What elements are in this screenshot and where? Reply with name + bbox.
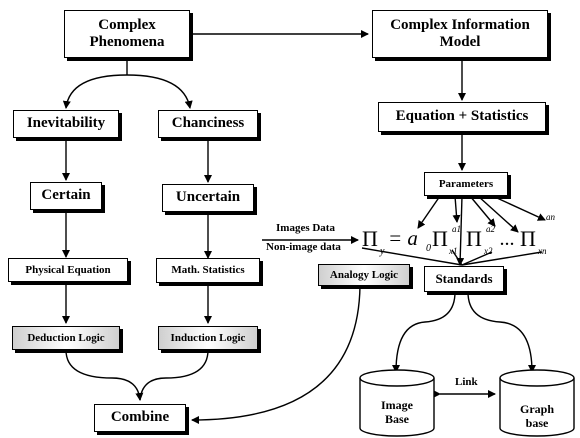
deduction-logic-label: Deduction Logic bbox=[27, 331, 105, 344]
deduction-logic-box: Deduction Logic bbox=[12, 326, 120, 350]
math-statistics-box: Math. Statistics bbox=[156, 258, 260, 283]
non-image-data-label: Non-image data bbox=[266, 241, 341, 253]
connector-to-inevitability bbox=[62, 74, 128, 109]
connector-xn-standards bbox=[461, 251, 543, 266]
physical-equation-label: Physical Equation bbox=[25, 263, 111, 276]
connector-pi-standards bbox=[361, 247, 463, 266]
connector-standards-image-base bbox=[392, 291, 456, 373]
physical-equation-box: Physical Equation bbox=[8, 258, 128, 282]
analogy-logic-label: Analogy Logic bbox=[329, 268, 399, 281]
connector-param-dots bbox=[477, 195, 519, 233]
a1-superscript: a1 bbox=[452, 224, 461, 234]
connector-to-chanciness bbox=[126, 74, 193, 109]
graph-base-cylinder bbox=[499, 369, 575, 437]
analogy-logic-box: Analogy Logic bbox=[318, 264, 410, 286]
ellipsis: ... bbox=[500, 228, 515, 250]
equals-a0: = a bbox=[388, 226, 418, 250]
image-base-cylinder bbox=[359, 369, 435, 437]
math-statistics-label: Math. Statistics bbox=[171, 264, 245, 277]
chanciness-box: Chanciness bbox=[158, 110, 258, 138]
connector-param-an bbox=[485, 192, 546, 221]
pi-x2-symbol: Π bbox=[466, 226, 482, 251]
graph-base-label: Graph base bbox=[519, 402, 554, 431]
connector-standards-graph-base bbox=[467, 291, 536, 373]
image-base-label: Image Base bbox=[381, 398, 413, 427]
complex-info-model-label: Complex Information Model bbox=[390, 16, 530, 50]
complex-phenomena-label: Complex Phenomena bbox=[89, 16, 165, 50]
standards-box: Standards bbox=[424, 266, 504, 292]
induction-logic-label: Induction Logic bbox=[170, 331, 246, 344]
connector-x2-standards bbox=[461, 251, 493, 266]
connector-param-pi bbox=[417, 195, 441, 229]
pi-y-symbol: Π bbox=[362, 226, 378, 251]
x1-subscript: x1 bbox=[449, 246, 458, 256]
standards-label: Standards bbox=[435, 270, 493, 286]
an-superscript: an bbox=[546, 212, 555, 222]
parameters-label: Parameters bbox=[438, 177, 494, 190]
connector-analogy-combine bbox=[191, 285, 361, 424]
y-subscript: y bbox=[380, 246, 385, 257]
complex-phenomena-box: Complex Phenomena bbox=[64, 10, 190, 58]
link-label: Link bbox=[455, 376, 478, 388]
certain-box: Certain bbox=[30, 182, 102, 210]
x2-subscript: x2 bbox=[484, 246, 493, 256]
connector-deduction-combine bbox=[65, 349, 144, 401]
equation-statistics-label: Equation + Statistics bbox=[395, 108, 529, 125]
inevitability-box: Inevitability bbox=[13, 110, 119, 138]
zero-subscript: 0 bbox=[426, 243, 431, 254]
certain-label: Certain bbox=[41, 187, 91, 204]
connector-parameters-standards bbox=[456, 195, 465, 266]
combine-box: Combine bbox=[94, 404, 186, 432]
a2-superscript: a2 bbox=[486, 224, 495, 234]
connector-param-a1 bbox=[452, 195, 461, 223]
connector-param-a2 bbox=[469, 195, 496, 227]
induction-logic-box: Induction Logic bbox=[158, 326, 258, 350]
combine-label: Combine bbox=[110, 409, 170, 426]
parameters-box: Parameters bbox=[424, 172, 508, 196]
chanciness-label: Chanciness bbox=[171, 115, 245, 132]
pi-x1-symbol: Π bbox=[432, 226, 448, 251]
complex-info-model-box: Complex Information Model bbox=[372, 10, 548, 58]
images-data-label: Images Data bbox=[276, 222, 335, 234]
inevitability-label: Inevitability bbox=[26, 115, 106, 132]
xn-subscript: xn bbox=[538, 246, 547, 256]
connector-induction-combine bbox=[139, 349, 209, 401]
pi-xn-symbol: Π bbox=[520, 226, 536, 251]
uncertain-label: Uncertain bbox=[175, 189, 241, 206]
equation-statistics-box: Equation + Statistics bbox=[378, 102, 546, 132]
uncertain-box: Uncertain bbox=[162, 184, 254, 212]
